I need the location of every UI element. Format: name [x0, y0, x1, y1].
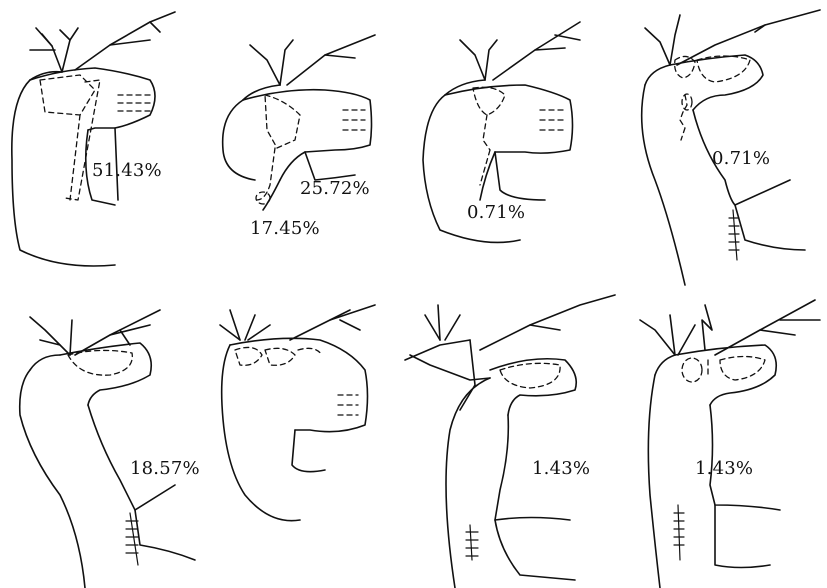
panel-5-percentage: 18.57%	[130, 458, 200, 479]
panel-1-percentage: 51.43%	[92, 160, 162, 181]
panel-7-percentage: 1.43%	[532, 458, 590, 479]
panel-2-percentage-b: 17.45%	[250, 218, 320, 239]
panel-2-illustration	[205, 0, 415, 290]
panel-8-percentage: 1.43%	[695, 458, 753, 479]
panel-1-illustration	[0, 0, 210, 290]
panel-3-percentage: 0.71%	[467, 202, 525, 223]
panel-6-illustration	[200, 295, 410, 588]
panel-7-illustration	[400, 290, 627, 588]
panel-3-illustration	[405, 0, 615, 290]
panel-5-illustration	[0, 295, 210, 588]
panel-4-percentage: 0.71%	[712, 148, 770, 169]
panel-4-illustration	[615, 0, 827, 290]
panel-8-illustration	[620, 295, 827, 588]
panel-2-percentage-a: 25.72%	[300, 178, 370, 199]
